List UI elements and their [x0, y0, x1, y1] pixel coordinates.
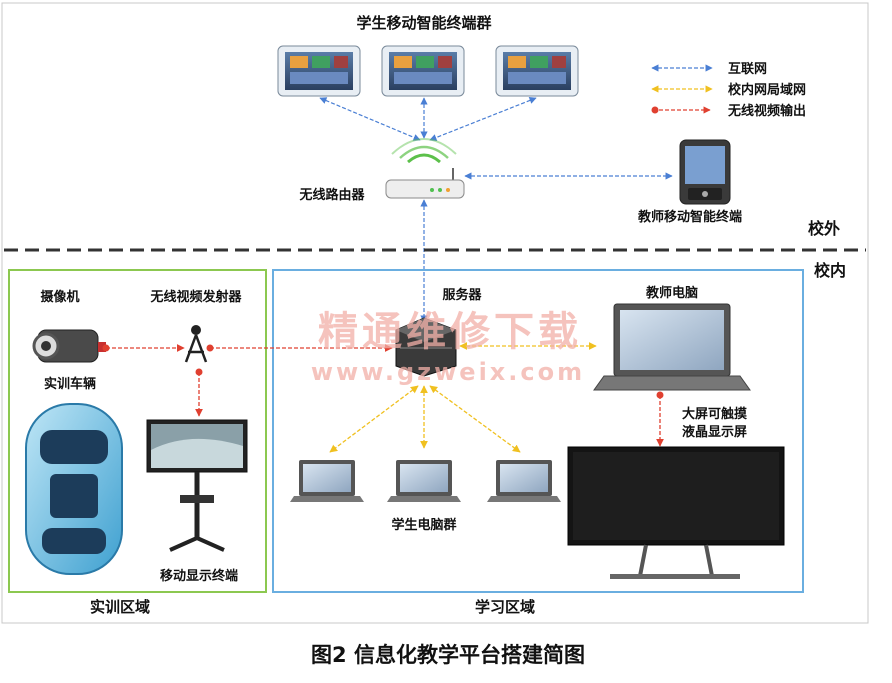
zone-inside-label: 校内: [814, 261, 846, 280]
touch-screen-icon: [567, 446, 785, 579]
teacher-mobile-icon: [679, 139, 731, 205]
server-label: 服务器: [442, 287, 482, 303]
student-laptop: [487, 460, 561, 502]
student-laptop: [290, 460, 364, 502]
video-link-dot: [656, 391, 664, 399]
router-icon: [385, 168, 465, 199]
student-tablet: [381, 45, 465, 97]
outer-frame: [1, 2, 869, 624]
training-region: [8, 269, 267, 593]
transmitter-icon: [184, 325, 208, 363]
watermark-url: www.gzweix.com: [311, 358, 585, 386]
server-icon: [395, 317, 457, 377]
teacher-pc-icon: [593, 303, 751, 391]
learning-region: [272, 269, 804, 593]
title: 学生移动智能终端群: [356, 14, 491, 32]
video-link-dot: [102, 344, 110, 352]
legend-video: 无线视频输出: [727, 103, 806, 119]
figure-caption: 图2 信息化教学平台搭建简图: [311, 643, 585, 667]
video-links: [106, 344, 664, 447]
mobile-display-icon: [146, 419, 248, 552]
touch-screen-label: 大屏可触摸 液晶显示屏: [682, 406, 752, 440]
legend: 互联网 校内网局域网 无线视频输出: [651, 62, 806, 119]
video-link-dot: [206, 344, 214, 352]
zone-outside-label: 校外: [808, 219, 840, 238]
vehicle-label: 实训车辆: [44, 376, 96, 392]
camera-label: 摄像机: [40, 289, 79, 305]
touch-screen-label-line2: 液晶显示屏: [682, 424, 747, 440]
camera-icon: [32, 329, 106, 363]
legend-internet: 互联网: [728, 62, 767, 77]
student-laptop: [387, 460, 461, 502]
training-region-label: 实训区域: [90, 598, 150, 616]
wifi-signal-icon: [391, 138, 457, 164]
watermark-cn: 精通维修下载: [318, 309, 582, 355]
router-label: 无线路由器: [298, 187, 365, 203]
transmitter-label: 无线视频发射器: [149, 289, 242, 305]
student-tablet: [495, 45, 579, 97]
touch-screen-label-line1: 大屏可触摸: [682, 406, 747, 422]
learning-region-label: 学习区域: [475, 598, 535, 616]
student-tablet: [277, 45, 361, 97]
mobile-display-label: 移动显示终端: [160, 568, 238, 584]
teacher-mobile-label: 教师移动智能终端: [637, 209, 742, 225]
internet-links: [319, 97, 673, 323]
legend-lan: 校内网局域网: [728, 82, 806, 98]
video-link-dot: [195, 368, 203, 376]
lan-links: [329, 342, 597, 453]
teacher-pc-label: 教师电脑: [645, 285, 698, 301]
student-pcs-label: 学生电脑群: [391, 517, 456, 533]
car-icon: [25, 403, 123, 575]
